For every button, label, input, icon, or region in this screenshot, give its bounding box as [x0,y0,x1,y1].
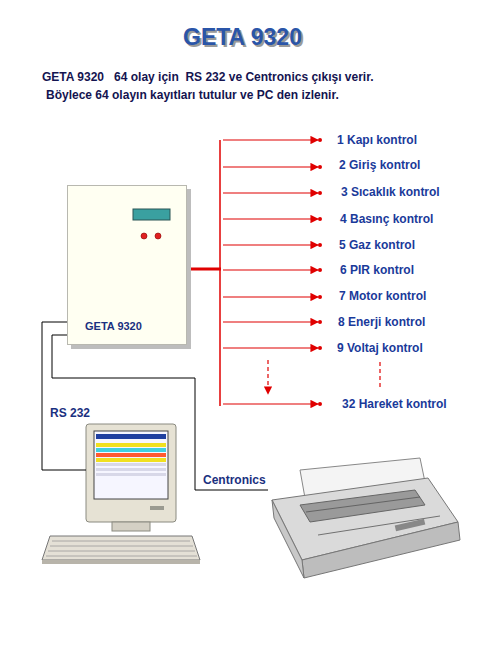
feed-line [187,268,221,271]
diagram-title: GETA 9320 [0,24,485,51]
input-arrow [223,269,318,270]
input-dot [318,346,322,350]
input-arrow [223,321,318,322]
led-indicator [141,233,147,239]
input-label: 4 Basınç kontrol [340,212,433,226]
input-dot [318,243,322,247]
device-box: GETA 9320 [67,185,187,345]
input-dot [318,191,322,195]
keyboard-edge [42,560,200,564]
pc-node: RS 232 [86,405,200,565]
input-arrow [223,166,318,167]
wire-connector [42,322,86,470]
node-label: Centronics [203,473,266,487]
input-label: 6 PIR kontrol [340,263,414,277]
input-label: 32 Hareket kontrol [342,397,447,411]
printer-line [318,516,440,535]
input-arrow [223,139,318,140]
screen-row [96,463,166,466]
monitor-case [86,424,176,522]
description-text: Böylece 64 olayın kayıtları tutulur ve P… [46,88,339,102]
continuation-dash [379,362,380,390]
input-label: 7 Motor kontrol [339,289,426,303]
monitor-screen [94,431,168,499]
printer-side [272,500,304,578]
description-text: GETA 9320 64 olay için RS 232 ve Centron… [42,70,374,84]
screen-row [96,453,166,457]
control-panel [395,519,426,532]
led-indicator [155,233,161,239]
printer-line [306,497,420,512]
node-label: GETA 9320 [85,320,142,332]
key-row [50,546,193,547]
continuation-arrow [267,360,268,394]
printer-lines [306,497,440,535]
input-label: 5 Gaz kontrol [339,238,415,252]
input-label: 1 Kapı kontrol [337,133,417,147]
key-row [48,551,195,552]
keyboard [42,536,200,560]
monitor-button [150,506,164,510]
printer-front [302,522,460,578]
input-arrows [223,140,318,404]
printer-illustration [272,458,460,578]
node-label: RS 232 [50,406,90,420]
screen-row [96,473,166,476]
input-label: 9 Voltaj kontrol [337,341,423,355]
signal-bus [219,140,221,406]
input-arrow [223,347,318,348]
input-label: 8 Enerji kontrol [338,315,425,329]
input-dot [318,165,322,169]
input-arrow [223,403,318,404]
input-arrow [223,218,318,219]
input-dots [318,138,322,406]
input-label: 3 Sıcaklık kontrol [341,185,440,199]
input-dot [318,295,322,299]
screen-bar [96,434,166,439]
input-dot [318,268,322,272]
screen-row [96,458,166,462]
key-row [52,541,190,542]
input-dot [318,138,322,142]
input-arrow [223,192,318,193]
screen-row [96,468,166,471]
wire-connector [52,335,268,490]
input-arrow [223,296,318,297]
monitor-stand [112,522,150,531]
input-dot [318,402,322,406]
screen-row [96,448,166,452]
input-label: 2 Giriş kontrol [339,158,420,172]
screen-row [96,443,166,447]
connector-group [42,322,268,490]
input-dot [318,320,322,324]
input-arrow [223,244,318,245]
lcd-display [133,209,170,220]
keyboard-keys [46,541,197,556]
print-head-area [300,490,425,522]
printer-node: Centronics [268,455,460,580]
input-dot [318,217,322,221]
key-row [46,556,197,557]
pc-illustration [42,424,200,564]
